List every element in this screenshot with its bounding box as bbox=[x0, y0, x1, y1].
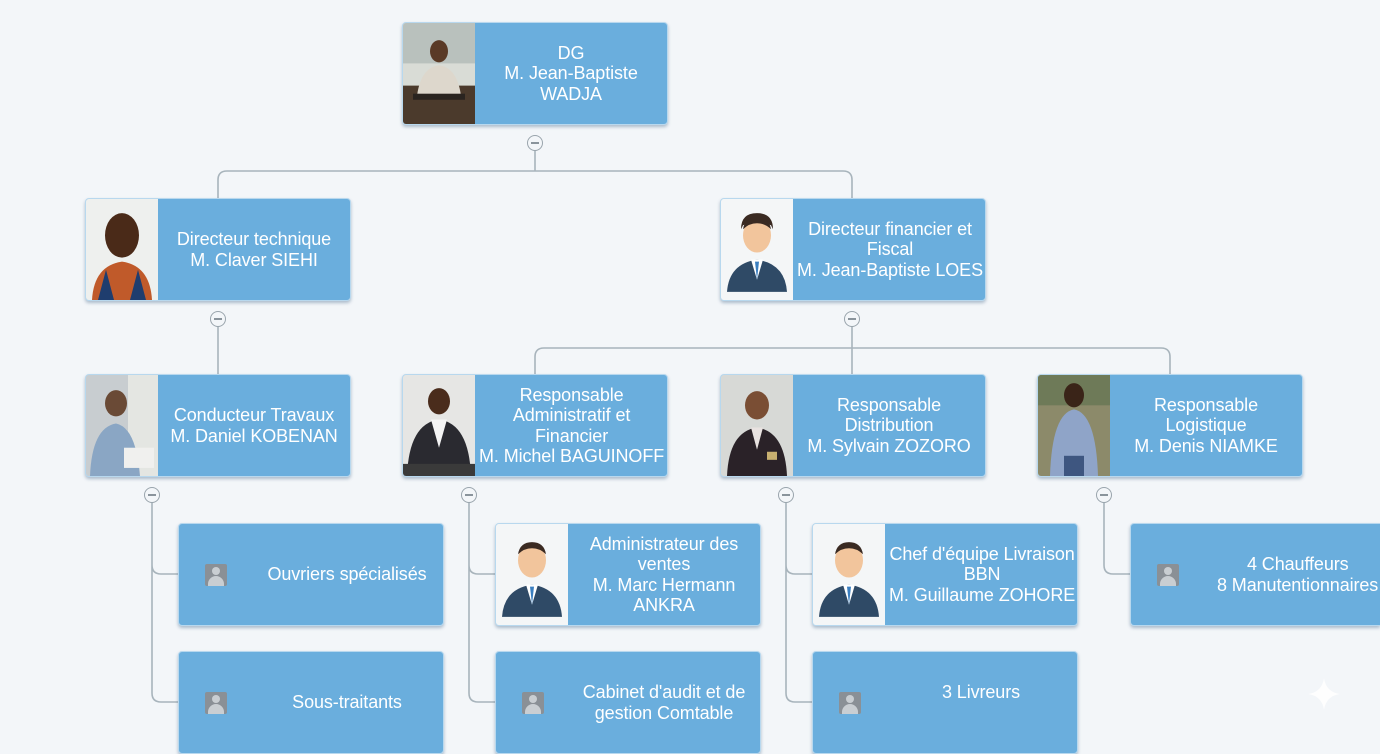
person-photo-icon bbox=[86, 375, 158, 476]
node-directeur-financier-text: Directeur financier et Fiscal M. Jean-Ba… bbox=[793, 199, 985, 300]
person-photo-icon bbox=[86, 199, 158, 300]
node-name: M. Michel BAGUINOFF bbox=[479, 446, 665, 466]
collapse-minus-icon[interactable] bbox=[461, 487, 477, 503]
node-name: M. Jean-Baptiste LOES bbox=[797, 259, 983, 280]
collapse-minus-icon[interactable] bbox=[844, 311, 860, 327]
node-administrateur-ventes[interactable]: Administrateur des ventes M. Marc Herman… bbox=[495, 523, 761, 626]
generic-user-icon-wrap bbox=[496, 652, 568, 753]
node-chef-equipe-livraison[interactable]: Chef d'équipe Livraison BBN M. Guillaume… bbox=[812, 523, 1078, 626]
node-chauffeurs-manutentionnaires[interactable]: 4 Chauffeurs 8 Manutentionnaires bbox=[1130, 523, 1380, 626]
business-avatar-icon bbox=[496, 524, 568, 625]
generic-user-icon bbox=[522, 691, 544, 714]
node-name: M. Sylvain ZOZORO bbox=[807, 435, 971, 456]
connector-admin bbox=[468, 502, 497, 703]
node-title: 3 Livreurs bbox=[941, 682, 1021, 702]
node-title: gestion Comtable bbox=[594, 702, 734, 723]
node-responsable-distribution-text: Responsable Distribution M. Sylvain ZOZO… bbox=[793, 375, 985, 476]
collapse-minus-icon[interactable] bbox=[144, 487, 160, 503]
generic-user-icon-wrap bbox=[179, 652, 251, 753]
node-responsable-administratif-text: Responsable Administratif et Financier M… bbox=[475, 375, 667, 476]
node-name: M. Denis NIAMKE bbox=[1134, 435, 1278, 456]
collapse-minus-icon[interactable] bbox=[778, 487, 794, 503]
node-name: M. Jean-Baptiste bbox=[504, 63, 638, 84]
node-directeur-technique[interactable]: Directeur technique M. Claver SIEHI bbox=[85, 198, 351, 301]
generic-user-icon bbox=[205, 563, 227, 586]
node-name: M. Marc Hermann bbox=[592, 574, 736, 595]
node-cabinet-audit-text: Cabinet d'audit et de gestion Comtable bbox=[568, 652, 760, 753]
node-ouvriers-specialises[interactable]: Ouvriers spécialisés bbox=[178, 523, 444, 626]
connector-dg bbox=[217, 150, 853, 198]
generic-user-icon bbox=[205, 691, 227, 714]
node-name: WADJA bbox=[540, 83, 602, 104]
node-title: 4 Chauffeurs bbox=[1247, 554, 1349, 574]
person-photo-icon bbox=[1038, 375, 1110, 476]
node-title: Directeur financier et bbox=[808, 218, 972, 239]
node-title: Conducteur Travaux bbox=[173, 405, 335, 425]
node-title: Distribution bbox=[844, 415, 934, 436]
node-title: Responsable bbox=[837, 394, 941, 415]
sparkle-icon bbox=[1308, 678, 1340, 710]
node-sous-traitants-text: Sous-traitants bbox=[251, 652, 443, 753]
node-chef-equipe-text: Chef d'équipe Livraison BBN M. Guillaume… bbox=[885, 524, 1077, 625]
node-name: M. Claver SIEHI bbox=[190, 249, 318, 270]
node-title: BBN bbox=[963, 564, 1001, 585]
node-responsable-distribution[interactable]: Responsable Distribution M. Sylvain ZOZO… bbox=[720, 374, 986, 477]
node-livreurs[interactable]: 3 Livreurs bbox=[812, 651, 1078, 754]
node-title: Responsable bbox=[519, 384, 624, 405]
business-avatar-icon bbox=[721, 199, 793, 300]
node-name: ANKRA bbox=[633, 595, 695, 615]
node-title: Fiscal bbox=[866, 239, 914, 260]
node-title: Cabinet d'audit et de bbox=[582, 682, 746, 702]
node-administrateur-ventes-text: Administrateur des ventes M. Marc Herman… bbox=[568, 524, 760, 625]
node-title: Directeur technique bbox=[176, 229, 332, 249]
node-title: 8 Manutentionnaires bbox=[1217, 574, 1379, 595]
node-title: Administratif et bbox=[512, 405, 631, 425]
collapse-minus-icon[interactable] bbox=[1096, 487, 1112, 503]
generic-user-icon bbox=[1157, 563, 1179, 586]
generic-user-icon bbox=[839, 691, 861, 714]
node-title: ventes bbox=[637, 554, 691, 574]
node-title: Chef d'équipe Livraison bbox=[889, 543, 1075, 564]
person-photo-icon bbox=[403, 23, 475, 124]
connector-cond bbox=[151, 502, 180, 703]
node-title: Administrateur des bbox=[589, 533, 739, 554]
node-title: Logistique bbox=[1165, 415, 1247, 436]
node-title: Sous-traitants bbox=[292, 692, 402, 713]
node-conducteur-travaux[interactable]: Conducteur Travaux M. Daniel KOBENAN bbox=[85, 374, 351, 477]
node-title: Financier bbox=[534, 425, 609, 446]
node-responsable-logistique[interactable]: Responsable Logistique M. Denis NIAMKE bbox=[1037, 374, 1303, 477]
node-sous-traitants[interactable]: Sous-traitants bbox=[178, 651, 444, 754]
collapse-minus-icon[interactable] bbox=[527, 135, 543, 151]
node-conducteur-travaux-text: Conducteur Travaux M. Daniel KOBENAN bbox=[158, 375, 350, 476]
node-name: M. Guillaume ZOHORE bbox=[889, 584, 1076, 605]
person-photo-icon bbox=[403, 375, 475, 476]
node-responsable-logistique-text: Responsable Logistique M. Denis NIAMKE bbox=[1110, 375, 1302, 476]
node-directeur-technique-text: Directeur technique M. Claver SIEHI bbox=[158, 199, 350, 300]
node-title: Responsable bbox=[1154, 394, 1258, 415]
node-dg[interactable]: DG M. Jean-Baptiste WADJA bbox=[402, 22, 668, 125]
node-name: M. Daniel KOBENAN bbox=[170, 425, 338, 446]
generic-user-icon-wrap bbox=[813, 652, 885, 753]
collapse-minus-icon[interactable] bbox=[210, 311, 226, 327]
connector-log bbox=[1103, 502, 1132, 575]
node-responsable-administratif[interactable]: Responsable Administratif et Financier M… bbox=[402, 374, 668, 477]
node-livreurs-text: 3 Livreurs bbox=[885, 652, 1077, 753]
node-title: Ouvriers spécialisés bbox=[267, 564, 427, 585]
connector-dist bbox=[785, 502, 814, 703]
business-avatar-icon bbox=[813, 524, 885, 625]
node-chauffeurs-text: 4 Chauffeurs 8 Manutentionnaires bbox=[1203, 524, 1380, 625]
generic-user-icon-wrap bbox=[179, 524, 251, 625]
connector-dir-fin bbox=[534, 326, 1171, 374]
node-ouvriers-text: Ouvriers spécialisés bbox=[251, 524, 443, 625]
node-dg-text: DG M. Jean-Baptiste WADJA bbox=[475, 23, 667, 124]
node-directeur-financier[interactable]: Directeur financier et Fiscal M. Jean-Ba… bbox=[720, 198, 986, 301]
node-title: DG bbox=[557, 42, 585, 63]
node-cabinet-audit[interactable]: Cabinet d'audit et de gestion Comtable bbox=[495, 651, 761, 754]
generic-user-icon-wrap bbox=[1131, 524, 1203, 625]
person-photo-icon bbox=[721, 375, 793, 476]
